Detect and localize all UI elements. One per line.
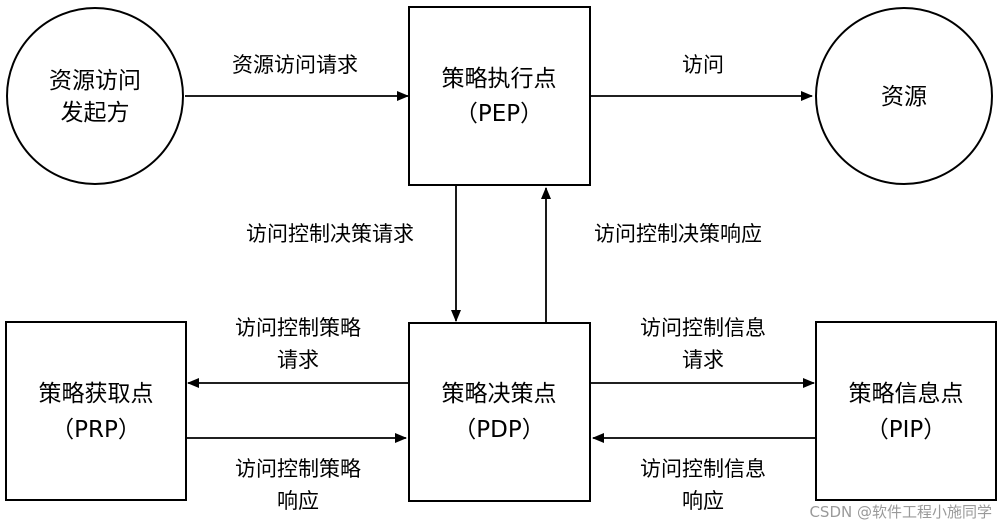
watermark-text: CSDN @软件工程小施同学 [809, 503, 992, 521]
edge-info-request-label-line2: 请求 [682, 348, 724, 372]
edge-decision-request-label: 访问控制决策请求 [246, 222, 414, 246]
node-pep: 策略执行点 （PEP） [408, 6, 591, 186]
node-pep-line1: 策略执行点 [442, 66, 557, 92]
node-pdp-line1: 策略决策点 [442, 381, 557, 407]
edge-info-response-label-line1: 访问控制信息 [640, 457, 766, 481]
node-pip-line1: 策略信息点 [849, 381, 964, 407]
node-prp-line2: （PRP） [51, 417, 141, 443]
node-prp-line1: 策略获取点 [39, 381, 154, 407]
edge-policy-response-label-line2: 响应 [277, 489, 319, 513]
node-prp: 策略获取点 （PRP） [5, 321, 187, 501]
node-pdp-line2: （PDP） [453, 417, 544, 443]
node-pdp: 策略决策点 （PDP） [408, 322, 591, 502]
node-initiator-line1: 资源访问 [49, 68, 141, 94]
edge-decision-response-label: 访问控制决策响应 [594, 222, 762, 246]
edge-policy-request-label-line2: 请求 [277, 348, 319, 372]
node-initiator: 资源访问 发起方 [6, 7, 184, 185]
node-resource: 资源 [815, 7, 993, 185]
edge-policy-response-label-line1: 访问控制策略 [235, 457, 361, 481]
edge-info-response-label-line2: 响应 [682, 489, 724, 513]
node-pip: 策略信息点 （PIP） [815, 321, 997, 501]
edge-info-request-label-line1: 访问控制信息 [640, 316, 766, 340]
node-resource-label: 资源 [881, 84, 927, 110]
edge-resource-request-label: 资源访问请求 [232, 53, 358, 77]
edge-policy-request-label-line1: 访问控制策略 [235, 316, 361, 340]
edge-access-label: 访问 [682, 53, 724, 77]
node-pep-line2: （PEP） [455, 101, 543, 127]
node-pip-line2: （PIP） [866, 417, 947, 443]
node-initiator-line2: 发起方 [61, 100, 130, 126]
